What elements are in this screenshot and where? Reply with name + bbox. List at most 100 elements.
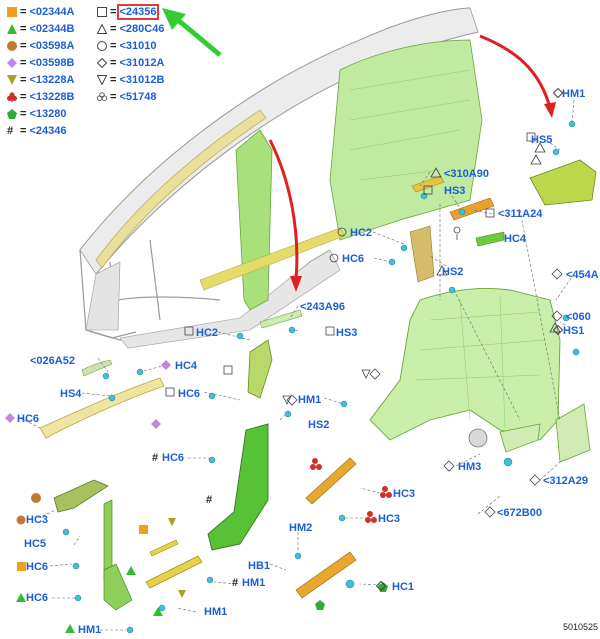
legend-code: <51748 (119, 91, 157, 103)
b-pillar-top-strip (259, 309, 303, 329)
callout-hc3[interactable]: HC3 (26, 514, 49, 526)
callout-hc6[interactable]: HC6 (26, 592, 49, 604)
diamond-outline-icon (97, 58, 107, 68)
callout-hm1[interactable]: HM1 (298, 394, 322, 406)
front-scuff-plate (145, 555, 203, 589)
red-arrows (268, 34, 552, 281)
triangle-down-outline-icon (97, 75, 107, 85)
callout-312a29[interactable]: <312A29 (543, 475, 588, 487)
legend-code: <280C46 (119, 23, 165, 35)
callout-hb1[interactable]: HB1 (248, 560, 271, 572)
a-pillar-trim (39, 377, 165, 439)
rear-scuff-upper (305, 457, 357, 505)
square-outline-icon (17, 562, 26, 571)
callout-hm3[interactable]: HM3 (458, 461, 482, 473)
kick-panel-lower (103, 563, 133, 611)
callout-311a24[interactable]: <311A24 (498, 208, 543, 220)
callout-hc3[interactable]: HC3 (378, 513, 401, 525)
callout-hm2[interactable]: HM2 (289, 522, 313, 534)
speaker-grille (555, 403, 591, 463)
diamond-outline-icon (553, 325, 563, 335)
b-pillar-upper (247, 339, 273, 399)
upper-bracket (411, 175, 445, 193)
sill-trim-installed (199, 227, 345, 291)
hash-icon: # (206, 494, 213, 506)
callout-hc4[interactable]: HC4 (504, 233, 527, 245)
callout-hm1[interactable]: HM1 (562, 88, 586, 100)
a-pillar-trim-installed (95, 109, 267, 269)
hash-icon: # (152, 452, 159, 464)
callout-454a[interactable]: <454A (566, 269, 599, 281)
legend-code: <24346 (29, 125, 67, 137)
callout-310a90[interactable]: <310A90 (444, 168, 489, 180)
callout-hc4[interactable]: HC4 (175, 360, 198, 372)
leader-lines (19, 99, 575, 631)
callout-hm1[interactable]: HM1 (242, 577, 266, 589)
triangle-green-icon (16, 593, 26, 602)
callout-hs4[interactable]: HS4 (60, 388, 82, 400)
triangle-outline-icon (97, 24, 107, 34)
legend-code-highlighted: <24356 (117, 4, 159, 20)
diamond-outline-icon (553, 88, 563, 98)
pentagon-green-icon (7, 109, 17, 119)
circle-brown-icon (16, 515, 26, 525)
callout-060[interactable]: <060 (566, 311, 591, 323)
square-orange-icon (7, 7, 17, 17)
circle-outline-icon (97, 41, 107, 51)
legend-code: <03598A (29, 40, 75, 52)
club-red-icon (7, 92, 17, 102)
callout-hc6[interactable]: HC6 (26, 561, 49, 573)
legend-code: <02344A (29, 6, 75, 18)
figure-number: 5010525 (562, 622, 598, 632)
c-pillar-lower (409, 225, 435, 283)
speaker-component (468, 428, 488, 448)
callout-hc3[interactable]: HC3 (393, 488, 416, 500)
hash-icon: # (232, 577, 239, 589)
callout-hc6[interactable]: HC6 (17, 413, 40, 425)
callout-hs3[interactable]: HS3 (336, 327, 358, 339)
callout-hs3[interactable]: HS3 (444, 185, 466, 197)
a-pillar-lower (53, 479, 109, 513)
triangle-green-icon (7, 24, 17, 34)
legend-code: <31012A (119, 57, 165, 69)
legend-code: <13228B (29, 91, 75, 103)
callout-hc6[interactable]: HC6 (162, 452, 185, 464)
callout-hc2[interactable]: HC2 (350, 227, 373, 239)
callout-hm1[interactable]: HM1 (204, 606, 228, 618)
legend-code: <02344B (29, 23, 75, 35)
legend-code: <13280 (29, 108, 67, 120)
small-trim-panel (499, 423, 541, 453)
a-pillar-upper-strip (81, 359, 113, 377)
circle-brown-icon (7, 41, 17, 51)
callout-hc6[interactable]: HC6 (342, 253, 365, 265)
callout-hm1[interactable]: HM1 (78, 624, 102, 636)
callout-hc1[interactable]: HC1 (392, 581, 415, 593)
triangle-down-olive-icon (7, 75, 17, 85)
callout-hs1[interactable]: HS1 (563, 325, 585, 337)
clips (62, 120, 580, 634)
callout-hc5[interactable]: HC5 (24, 538, 47, 550)
callout-hs2[interactable]: HS2 (308, 419, 330, 431)
callout-672b00[interactable]: <672B00 (497, 507, 542, 519)
hash-icon: # (7, 125, 14, 137)
legend-code: <31012B (119, 74, 165, 86)
b-pillar-trim-installed (235, 129, 273, 311)
legend-code: <31010 (119, 40, 157, 52)
rear-scuff-lower (295, 551, 357, 599)
diamond-purple-icon (7, 58, 17, 68)
callout-hc2[interactable]: HC2 (196, 327, 219, 339)
quarter-trim-panel (369, 288, 561, 441)
upper-quarter-panel (529, 159, 597, 206)
callout-026a52[interactable]: <026A52 (30, 355, 75, 367)
callout-hs2[interactable]: HS2 (442, 266, 464, 278)
callout-hs5[interactable]: HS5 (531, 134, 553, 146)
callout-243a96[interactable]: <243A96 (300, 301, 345, 313)
body-side-fill (79, 7, 479, 349)
callout-hc6[interactable]: HC6 (178, 388, 201, 400)
green-clip-strip (475, 231, 505, 247)
b-pillar-lower (207, 423, 269, 551)
green-arrow (162, 8, 222, 57)
legend-code: <13228A (29, 74, 75, 86)
